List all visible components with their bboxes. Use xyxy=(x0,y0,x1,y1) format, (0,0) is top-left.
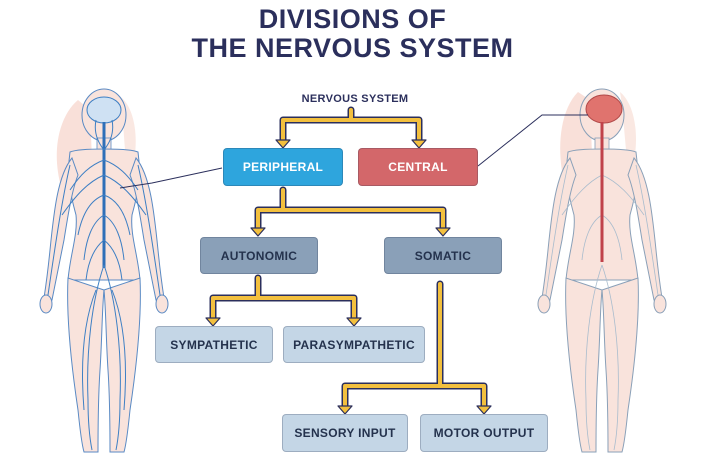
node-peripheral: PERIPHERAL xyxy=(223,148,343,186)
root-node-label: NERVOUS SYSTEM xyxy=(301,93,409,105)
node-sympathetic: SYMPATHETIC xyxy=(155,326,273,363)
title-line-1: DIVISIONS OF xyxy=(258,4,447,34)
node-sensory-input: SENSORY INPUT xyxy=(282,414,408,452)
node-autonomic: AUTONOMIC xyxy=(200,237,318,274)
peripheral-pointer-line xyxy=(119,167,223,189)
node-motor-output: MOTOR OUTPUT xyxy=(420,414,548,452)
arrows xyxy=(211,108,486,410)
node-parasympathetic: PARASYMPATHETIC xyxy=(283,326,425,363)
central-pointer-line xyxy=(477,114,588,167)
arrow-heads xyxy=(205,139,492,415)
node-somatic: SOMATIC xyxy=(384,237,502,274)
right-body-figure xyxy=(537,88,667,453)
title-line-2: THE NERVOUS SYSTEM xyxy=(191,33,514,63)
node-central: CENTRAL xyxy=(358,148,478,186)
left-body-figure xyxy=(39,88,169,453)
